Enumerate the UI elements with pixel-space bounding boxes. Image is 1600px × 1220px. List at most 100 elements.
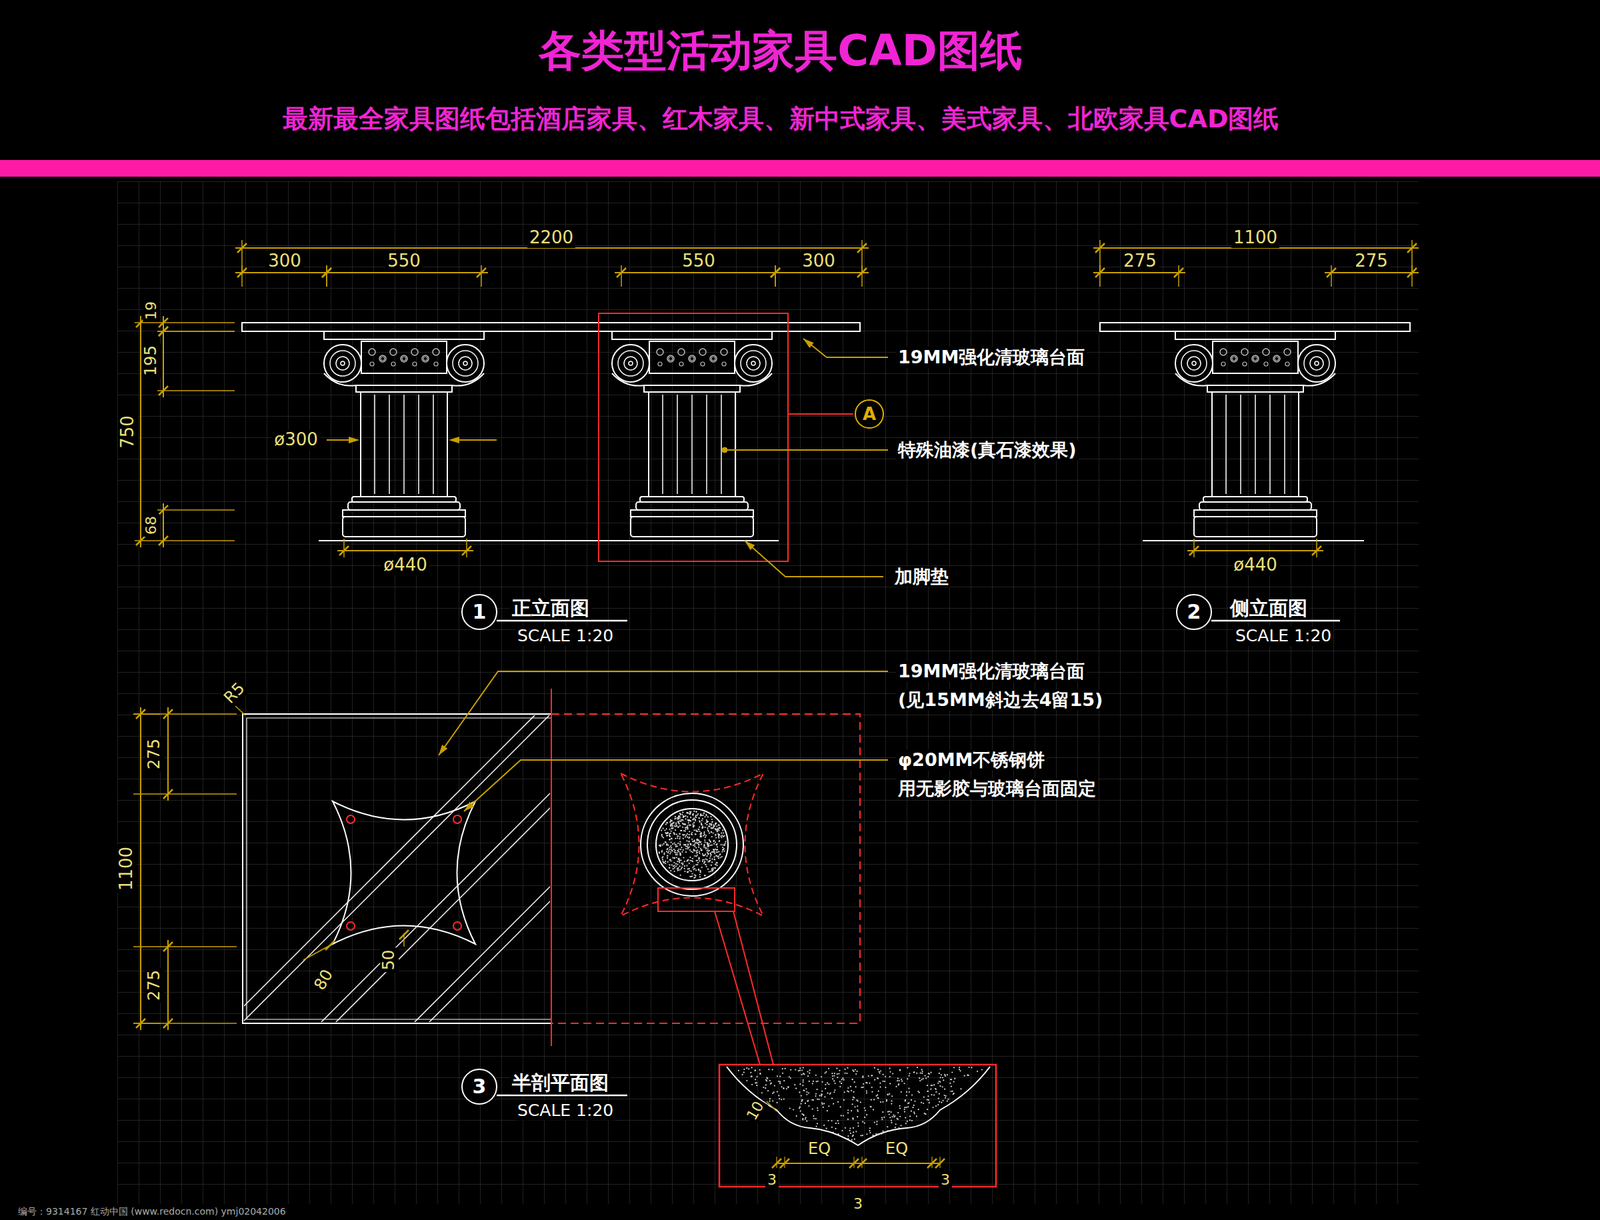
stipple-dot (839, 1080, 841, 1082)
stipple-dot (704, 844, 706, 846)
capital-cushion (1175, 373, 1336, 386)
stipple-dot (852, 1118, 854, 1120)
stipple-dot (680, 874, 682, 876)
stipple-dot (802, 1081, 804, 1083)
stipple-dot (836, 1068, 838, 1070)
stipple-dot (704, 834, 706, 836)
stipple-dot (687, 812, 689, 814)
stipple-dot (682, 862, 684, 864)
capital-ornament (656, 348, 664, 356)
stipple-dot (688, 834, 690, 836)
stipple-dot (684, 823, 686, 825)
stipple-dot (857, 1122, 859, 1124)
stipple-dot (701, 814, 703, 816)
stipple-dot (787, 1086, 789, 1088)
stipple-dot (940, 1068, 942, 1070)
stipple-dot (764, 1087, 766, 1089)
stipple-dot (674, 857, 676, 859)
stipple-dot (724, 844, 726, 846)
dimension-text: EQ (806, 1140, 833, 1159)
stipple-dot (921, 1072, 923, 1074)
stipple-dot (945, 1095, 947, 1097)
stipple-dot (918, 1108, 920, 1110)
stipple-dot (819, 1094, 821, 1096)
stipple-dot (672, 843, 674, 845)
stipple-dot (807, 1075, 809, 1077)
capital-ornament (411, 348, 418, 356)
stipple-dot (921, 1078, 923, 1080)
stipple-dot (882, 1074, 884, 1076)
dimension-tick (1407, 243, 1417, 253)
stipple-dot (687, 844, 689, 846)
stipple-dot (704, 860, 706, 862)
stipple-dot (958, 1068, 960, 1070)
stipple-dot (664, 829, 666, 831)
dimension-text: 68 (142, 514, 160, 537)
capital-ornament (380, 356, 385, 361)
stipple-dot (900, 1091, 902, 1093)
stipple-dot (671, 820, 673, 822)
stipple-dot (909, 1115, 911, 1117)
stipple-dot (697, 813, 699, 815)
glass-top (242, 322, 860, 332)
stipple-dot (890, 1120, 892, 1122)
glass-hatch (244, 715, 550, 1022)
leader-line (744, 540, 884, 577)
stipple-dot (940, 1074, 942, 1076)
stipple-dot (840, 1114, 842, 1116)
stipple-dot (866, 1133, 868, 1135)
stipple-dot (702, 834, 704, 836)
stipple-dot (700, 849, 702, 851)
stipple-dot (718, 836, 720, 838)
stipple-dot (677, 850, 679, 852)
stipple-dot (832, 1103, 834, 1105)
stipple-dot (693, 877, 695, 879)
capital-ornament (1285, 362, 1290, 366)
stipple-dot (722, 844, 724, 846)
stipple-dot (901, 1080, 903, 1082)
stipple-dot (887, 1130, 889, 1132)
column-flute (676, 394, 678, 494)
stipple-dot (815, 1126, 817, 1128)
fixing-point (346, 922, 355, 930)
extension-line (774, 265, 776, 287)
stipple-dot (696, 864, 698, 866)
stipple-dot (706, 855, 708, 857)
note-text: 用无影胶与玻璃台面固定 (896, 778, 1098, 799)
stipple-dot (714, 848, 716, 850)
extension-line (1330, 265, 1332, 287)
dimension-line (1324, 272, 1419, 274)
dimension-line (768, 272, 869, 274)
stipple-dot (854, 1138, 856, 1140)
stipple-dot (968, 1074, 970, 1076)
stipple-dot (699, 833, 701, 835)
stipple-dot (837, 1101, 839, 1103)
leader-line (464, 760, 888, 812)
stipple-dot (716, 830, 718, 832)
capital-ornament (1221, 362, 1226, 366)
capital-volute (740, 350, 766, 376)
stipple-dot (720, 832, 722, 834)
dimension-line (167, 707, 169, 801)
stipple-dot (756, 1076, 758, 1078)
stipple-dot (666, 832, 668, 834)
stipple-dot (953, 1092, 955, 1094)
stipple-dot (871, 1074, 873, 1076)
stipple-dot (682, 811, 684, 813)
stipple-dot (673, 848, 675, 850)
stipple-dot (767, 1090, 769, 1092)
capital-ornament (711, 356, 716, 361)
stipple-dot (779, 1082, 781, 1084)
stipple-dot (690, 870, 692, 872)
stipple-dot (665, 823, 667, 825)
stipple-dot (698, 844, 700, 846)
stipple-dot (801, 1069, 803, 1071)
stipple-dot (954, 1078, 956, 1080)
stipple-dot (778, 1098, 780, 1100)
stipple-dot (682, 815, 684, 817)
capital-volute (1187, 356, 1201, 370)
column-flute (374, 394, 376, 494)
stipple-dot (802, 1079, 804, 1081)
stipple-dot (700, 850, 702, 852)
